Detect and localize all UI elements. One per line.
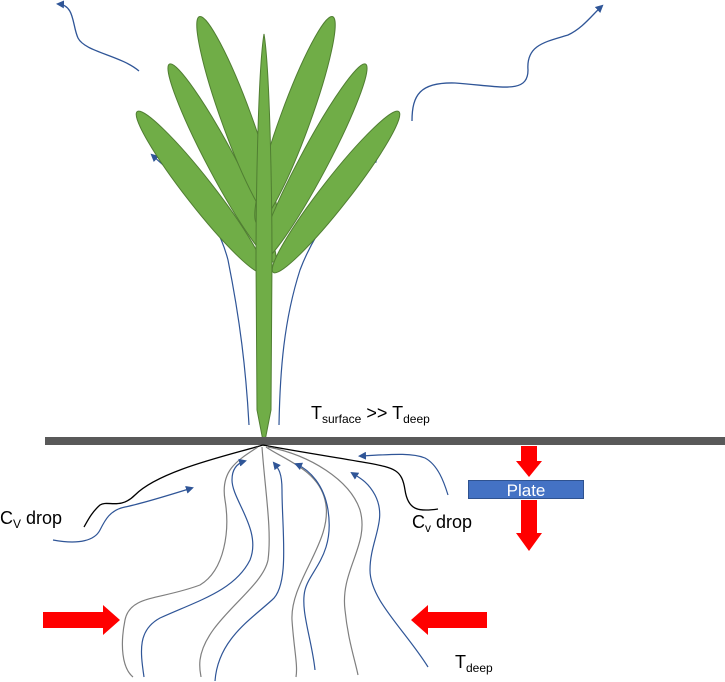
plant-leaves [135, 16, 401, 447]
soil-flow-arrow [140, 458, 254, 678]
cv-subscript: V [13, 517, 22, 531]
compression-arrows [43, 446, 542, 635]
t-surface-symbol: T [311, 403, 322, 423]
red-arrow-right [43, 605, 120, 635]
t-deep-label: Tdeep [455, 652, 493, 675]
vapor-flow-left-arrow [56, 0, 140, 72]
soil-flow-arrow [214, 461, 285, 682]
t-deep-subscript: deep [403, 412, 430, 426]
cv-drop-right-label: Cv drop [412, 512, 472, 535]
cv-subscript: v [425, 521, 431, 535]
cv-symbol: C [412, 512, 425, 532]
t-deep-symbol: T [392, 403, 404, 423]
t-surface-subscript: surface [322, 412, 362, 426]
vapor-flow-right-arrow [411, 4, 604, 122]
temperature-relation-label: Tsurface >> Tdeep [311, 403, 430, 426]
plate-box: Plate [468, 480, 584, 500]
cv-symbol: C [0, 508, 13, 528]
root-contour [199, 446, 270, 678]
soil-flow-arrow [358, 451, 449, 496]
red-arrow-down-top [516, 446, 542, 477]
t-deep-symbol: T [455, 652, 466, 672]
leaf [271, 110, 401, 274]
soil-flow-arrow [350, 471, 429, 668]
drop-text: drop [436, 512, 473, 532]
cv-drop-left-label: CV drop [0, 508, 62, 531]
red-arrow-down-bottom [516, 500, 542, 551]
soil-flow-arrow [52, 485, 194, 543]
soil-surface [45, 437, 725, 445]
soil-flow-arrow [294, 462, 330, 671]
root-contour [121, 446, 259, 678]
red-arrow-left [411, 605, 487, 635]
root-contours [121, 446, 363, 678]
plant-stem [255, 33, 273, 447]
t-deep-subscript: deep [466, 661, 493, 675]
root-left-outline [83, 444, 264, 528]
root-contour [267, 446, 363, 676]
much-greater-operator: >> [366, 403, 388, 423]
drop-text: drop [26, 508, 63, 528]
soil-flow-arrows [52, 451, 449, 682]
root-right-outline [262, 444, 439, 511]
